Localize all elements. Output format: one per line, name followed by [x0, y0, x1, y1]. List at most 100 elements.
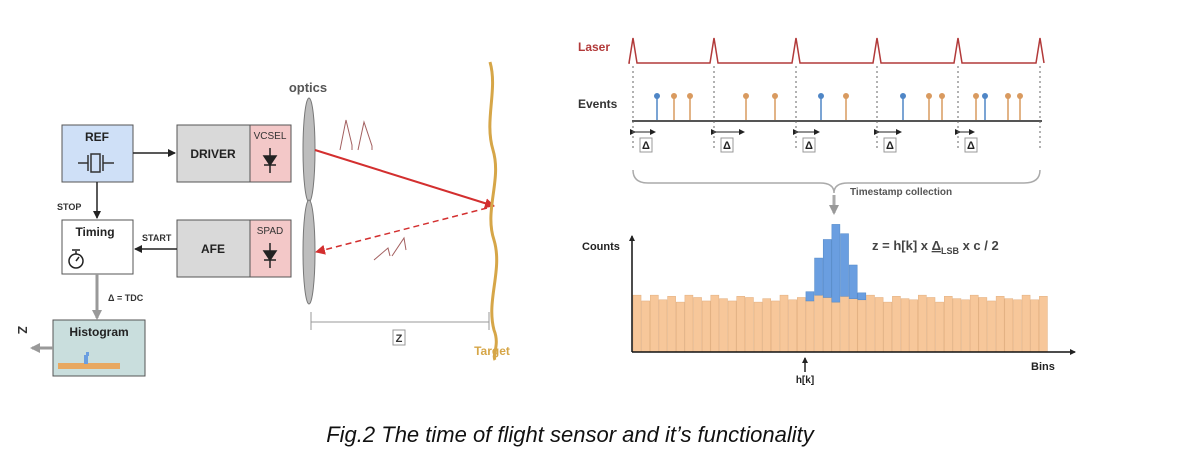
x-axis-label: Bins — [1031, 361, 1055, 373]
background-bar — [641, 300, 650, 353]
photodiode-icon — [262, 243, 278, 268]
period-guides — [632, 66, 1041, 150]
timestamp-brace — [632, 169, 1041, 194]
background-bar — [900, 298, 910, 353]
background-bar — [892, 296, 901, 353]
background-bar — [961, 299, 970, 353]
peak-label: h[k] — [796, 375, 814, 386]
event-dot — [671, 93, 677, 99]
background-bar — [874, 297, 884, 353]
crystal-oscillator-icon — [78, 153, 114, 173]
background-bar — [866, 294, 875, 353]
signal-bar — [822, 239, 832, 298]
signal-bar — [805, 291, 815, 302]
signal-bar — [831, 224, 841, 303]
background-bar — [745, 297, 754, 353]
laser-label: Laser — [578, 40, 610, 54]
delta-label-box — [802, 137, 816, 153]
background-bar — [814, 294, 823, 353]
background-bar — [1013, 299, 1022, 353]
driver-label: DRIVER — [190, 147, 236, 161]
background-bar — [987, 300, 996, 353]
laser-diode-icon — [262, 148, 278, 173]
background-bar — [952, 298, 962, 353]
signal-bar — [848, 264, 858, 299]
background-bar — [771, 300, 780, 353]
background-bar — [935, 301, 944, 353]
background-bar — [753, 301, 763, 353]
background-bar — [788, 299, 797, 353]
event-dot — [1017, 93, 1023, 99]
background-bar — [909, 299, 918, 353]
emitted-pulse-sketch — [339, 119, 373, 151]
timestamp-label: Timestamp collection — [850, 187, 952, 198]
signal-bar — [857, 292, 867, 301]
event-markers — [654, 93, 1023, 121]
background-bar — [978, 297, 988, 353]
background-bar — [1030, 299, 1040, 353]
delta-label-box — [720, 137, 734, 153]
optics-lens-bottom — [302, 199, 316, 305]
formula-delta: Δ — [932, 238, 941, 253]
background-bar — [762, 298, 771, 353]
delta-label-box — [964, 137, 978, 153]
signal-bar — [814, 257, 823, 296]
background-bar — [710, 294, 720, 353]
optics-lens-top — [302, 97, 316, 203]
event-dot — [843, 93, 849, 99]
background-bar — [926, 297, 936, 353]
event-dot — [926, 93, 932, 99]
delta-label: Δ — [642, 140, 650, 152]
background-bar — [727, 300, 737, 353]
z-output-label: Z — [15, 326, 30, 334]
start-label: START — [142, 233, 172, 243]
vcsel-label: VCSEL — [254, 131, 287, 142]
block-diagram: REF DRIVER VCSEL AFE SPAD Timi — [15, 61, 510, 377]
event-dot — [982, 93, 988, 99]
events-label: Events — [578, 97, 618, 111]
emitted-beam — [314, 149, 495, 209]
background-bar — [995, 296, 1005, 353]
histogram-bars — [632, 224, 1048, 353]
event-dot — [743, 93, 749, 99]
timing-label: Timing — [75, 225, 114, 239]
background-bar — [719, 298, 728, 353]
background-bar — [848, 298, 858, 353]
background-bar — [693, 297, 702, 353]
ref-label: REF — [85, 130, 109, 144]
mini-histogram-icon — [58, 352, 120, 369]
distance-label: Z — [396, 333, 403, 345]
formula-suffix: x c / 2 — [959, 238, 999, 253]
background-bar — [969, 294, 979, 353]
formula-subscript: LSB — [941, 246, 960, 256]
delta-label-box — [639, 137, 653, 153]
formula-prefix: z = h[k] x — [872, 238, 932, 253]
background-bar — [831, 301, 841, 353]
returned-pulse-sketch — [373, 236, 407, 261]
background-bar — [779, 294, 789, 353]
laser-pulse-line — [628, 37, 1045, 64]
event-dot — [654, 93, 660, 99]
figure-caption: Fig.2 The time of flight sensor and it’s… — [326, 422, 814, 447]
background-bar — [675, 301, 685, 353]
tdc-label: Δ = TDC — [108, 293, 144, 303]
event-dot — [900, 93, 906, 99]
delta-label-box — [883, 137, 897, 153]
event-dot — [772, 93, 778, 99]
background-bar — [883, 301, 893, 353]
event-dot — [818, 93, 824, 99]
optics-label: optics — [289, 80, 327, 95]
background-bar — [840, 296, 849, 353]
stop-label: STOP — [57, 202, 81, 212]
background-bar — [658, 299, 668, 353]
spad-label: SPAD — [257, 226, 284, 237]
background-bar — [667, 296, 676, 353]
background-bar — [632, 294, 642, 353]
event-dot — [973, 93, 979, 99]
background-bar — [1004, 298, 1014, 353]
delta-label: Δ — [967, 140, 975, 152]
delta-label: Δ — [886, 140, 894, 152]
timing-box — [61, 219, 134, 275]
background-bar — [1039, 296, 1048, 353]
